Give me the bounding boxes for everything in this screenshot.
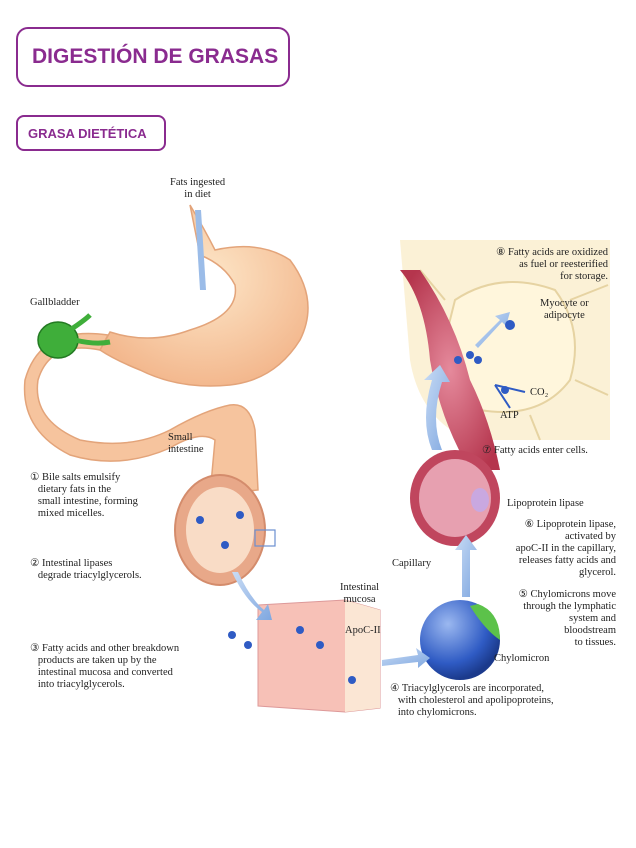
capillary-vessel	[400, 270, 500, 546]
label-gallbladder: Gallbladder	[30, 297, 80, 308]
label-step7: ⑦ Fatty acids enter cells.	[482, 445, 588, 456]
label-myocyte: Myocyte or adipocyte	[540, 298, 589, 321]
gallbladder	[37, 313, 111, 359]
fatty-acids	[196, 320, 515, 684]
label-intestinal-mucosa: Intestinal mucosa	[340, 582, 380, 605]
intestinal-mucosa-block	[257, 599, 381, 713]
co2-arrow	[494, 384, 526, 393]
section-subtitle: GRASA DIETÉTICA	[16, 115, 166, 151]
label-co2: CO₂	[530, 387, 549, 398]
label-step3: ③ Fatty acids and other breakdown produc…	[30, 643, 180, 690]
zoom-box	[254, 529, 276, 547]
label-chylomicron: Chylomicron	[494, 653, 550, 664]
label-apoc: ApoC-II	[345, 625, 381, 636]
chylomicron-sphere	[420, 600, 500, 680]
label-step5: ⑤ Chylomicrons move through the lymphati…	[518, 589, 617, 648]
label-fats-ingested: Fats ingested in diet	[170, 177, 226, 200]
label-capillary: Capillary	[392, 558, 432, 569]
label-lipoprotein-lipase: Lipoprotein lipase	[507, 498, 584, 509]
flow-arrows	[195, 210, 510, 668]
label-atp: ATP	[500, 410, 519, 421]
label-small-intestine: Small intestine	[168, 432, 204, 455]
label-step1: ① Bile salts emulsify dietary fats in th…	[30, 472, 138, 519]
label-step2: ② Intestinal lipases degrade triacylglyc…	[30, 558, 142, 581]
label-step6: ⑥ Lipoprotein lipase, activated by apoC-…	[515, 519, 616, 578]
small-intestine	[23, 332, 266, 586]
label-step4: ④ Triacylglycerols are incorporated, wit…	[390, 683, 554, 718]
stomach	[99, 204, 309, 387]
atp-arrow	[494, 384, 511, 409]
page-title: DIGESTIÓN DE GRASAS	[16, 27, 290, 87]
label-step8: ⑧ Fatty acids are oxidized as fuel or re…	[495, 247, 608, 282]
